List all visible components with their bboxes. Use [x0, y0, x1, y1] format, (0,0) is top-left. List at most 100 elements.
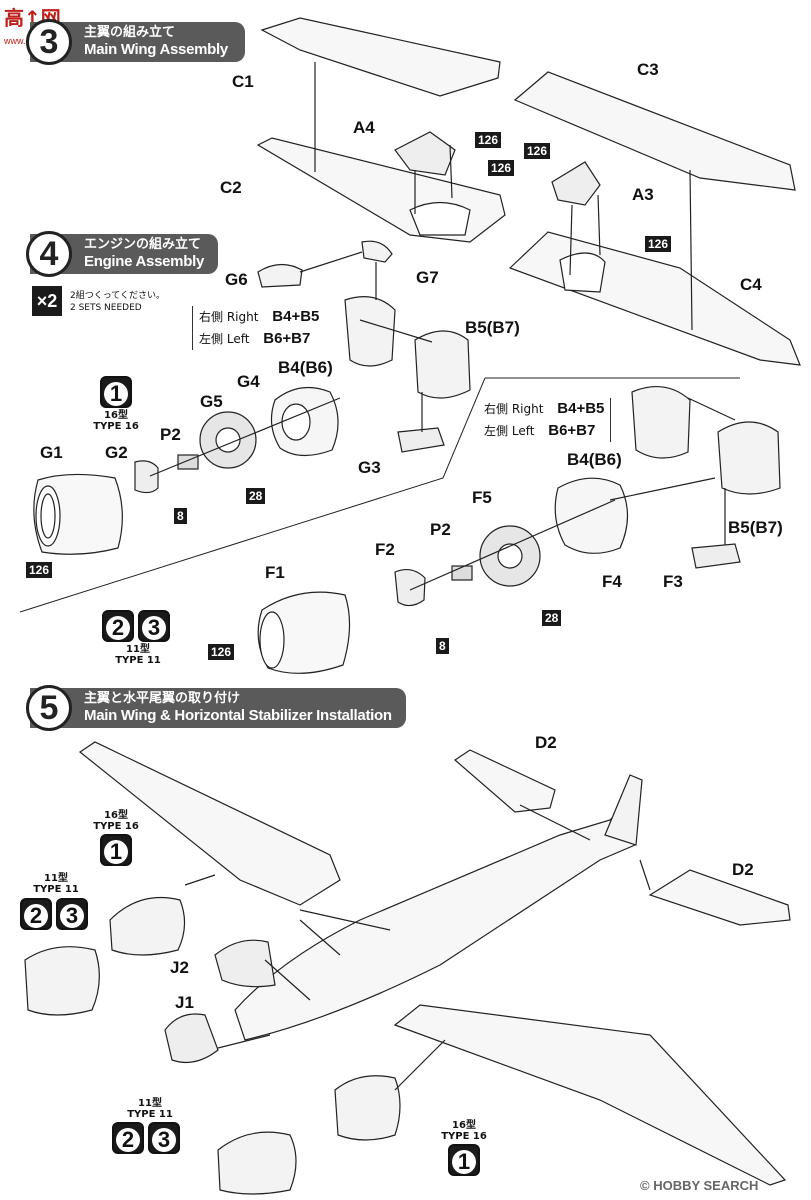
type11-number-b-s5b: 3: [152, 1128, 176, 1152]
side-note-left-group: 右側 Right B4+B5 左側 Left B6+B7: [192, 306, 319, 350]
canopy-j2: [214, 939, 276, 988]
type16-caption-step5-left: 16型 TYPE 16: [92, 810, 140, 832]
type11-en-s5a: TYPE 11: [33, 884, 79, 895]
label-j1: J1: [175, 993, 194, 1012]
label-c1: C1: [232, 72, 254, 91]
type11-en-s5b: TYPE 11: [127, 1109, 173, 1120]
sets-needed-note: 2組つくってください。 2 SETS NEEDED: [70, 290, 165, 314]
paint-8-f2: 8: [436, 638, 449, 654]
type11-number-b-s5a: 3: [60, 904, 84, 928]
left-side-jp-2: 左側: [484, 424, 509, 438]
sets-multiplier: ×2: [32, 286, 62, 316]
type11-number-b: 3: [142, 616, 166, 640]
wing-c2: [256, 137, 506, 243]
part-g7: [361, 240, 393, 263]
type11-caption-step5-left: 11型 TYPE 11: [28, 873, 84, 895]
step5-number: 5: [26, 685, 72, 731]
type11-jp-s5a: 11型: [44, 873, 68, 884]
part-g6: [257, 263, 303, 288]
label-g2: G2: [105, 443, 128, 462]
shroud-b4b6-left: [344, 296, 396, 367]
sets-needed-jp: 2組つくってください。: [70, 291, 166, 301]
left-side-en-2: Left: [511, 424, 535, 438]
left-wing: [78, 741, 341, 906]
type11-en: TYPE 11: [115, 655, 161, 666]
left-side-en: Left: [226, 332, 250, 346]
spinner-f2: [394, 568, 426, 607]
type16-number-s5a: 1: [104, 840, 128, 864]
paint-8-g2: 8: [174, 508, 187, 524]
paint-126-a4: 126: [475, 132, 502, 148]
step3-banner: 3 主翼の組み立て Main Wing Assembly: [26, 19, 245, 65]
label-g3: G3: [358, 458, 381, 477]
type16-marker-step4: 1: [100, 376, 132, 408]
type11-marker-b-step5-left: 3: [56, 898, 88, 930]
label-g6: G6: [225, 270, 248, 289]
left-side-parts-2: B6+B7: [548, 422, 596, 439]
nose-j1: [164, 1013, 219, 1063]
label-p2-type16: P2: [160, 425, 181, 444]
paint-126-g1: 126: [26, 562, 53, 578]
label-f2: F2: [375, 540, 395, 559]
part-p2-type11: [451, 565, 473, 581]
type16-marker-step5-left: 1: [100, 834, 132, 866]
step5-title-en: Main Wing & Horizontal Stabilizer Instal…: [84, 707, 392, 724]
wing-c1: [260, 17, 501, 97]
type16-en-s5a: TYPE 16: [93, 821, 139, 832]
type16-jp-s5a: 16型: [104, 810, 128, 821]
type11-number-a-s5a: 2: [24, 904, 48, 928]
type11-caption-step5-bottom: 11型 TYPE 11: [122, 1098, 178, 1120]
paint-28-f5: 28: [542, 610, 562, 626]
step3-title-en: Main Wing Assembly: [84, 41, 228, 58]
label-p2-type11: P2: [430, 520, 451, 539]
right-side-parts: B4+B5: [272, 308, 320, 325]
shroud-b5b7-left: [414, 330, 471, 399]
right-side-jp-2: 右側: [484, 402, 509, 416]
ring-f4: [554, 477, 629, 554]
label-f1: F1: [265, 563, 285, 582]
type11-number-a: 2: [106, 616, 130, 640]
sets-needed-en: 2 SETS NEEDED: [70, 303, 142, 313]
label-d2-lower: D2: [732, 860, 754, 879]
type16-en-s5b: TYPE 16: [441, 1131, 487, 1142]
step5-banner: 5 主翼と水平尾翼の取り付け Main Wing & Horizontal St…: [26, 685, 406, 731]
label-f4: F4: [602, 572, 622, 591]
paint-126-f1: 126: [208, 644, 235, 660]
type16-caption-step4: 16型 TYPE 16: [92, 410, 140, 432]
nacelle-left-16: [109, 896, 186, 956]
type11-caption-step4: 11型 TYPE 11: [110, 644, 166, 666]
step5-title-jp: 主翼と水平尾翼の取り付け: [84, 691, 241, 706]
type16-marker-step5-right: 1: [448, 1144, 480, 1176]
type11-marker-b-step5-bottom: 3: [148, 1122, 180, 1154]
type11-marker-a-step4: 2: [102, 610, 134, 642]
watermark-bottom: © HOBBY SEARCH: [640, 1178, 759, 1193]
side-note-right-group: 右側 Right B4+B5 左側 Left B6+B7: [484, 398, 612, 442]
fuselage: [234, 788, 641, 1041]
shroud-b4b6-right: [631, 386, 691, 459]
type16-jp: 16型: [104, 410, 128, 421]
right-side-parts-2: B4+B5: [557, 400, 605, 417]
tail-fin: [604, 774, 643, 846]
shroud-b5b7-right: [717, 421, 781, 495]
paint-126-a3: 126: [524, 143, 551, 159]
type11-marker-a-step5-left: 2: [20, 898, 52, 930]
type11-number-a-s5b: 2: [116, 1128, 140, 1152]
step4-title-jp: エンジンの組み立て: [84, 237, 202, 252]
nacelle-right-16: [334, 1075, 401, 1141]
type16-number-s5b: 1: [452, 1150, 476, 1174]
type16-jp-s5b: 16型: [452, 1120, 476, 1131]
type16-caption-step5-right: 16型 TYPE 16: [440, 1120, 488, 1142]
nacelle-a4: [394, 131, 456, 176]
stabilizer-d2-upper: [454, 749, 556, 813]
type11-marker-b-step4: 3: [138, 610, 170, 642]
label-f3: F3: [663, 572, 683, 591]
step4-title-en: Engine Assembly: [84, 253, 204, 270]
nacelle-right-11: [217, 1131, 297, 1195]
label-b5b7-right: B5(B7): [728, 518, 783, 537]
label-f5: F5: [472, 488, 492, 507]
label-a4: A4: [353, 118, 375, 137]
right-wing: [393, 1004, 787, 1186]
label-g5: G5: [200, 392, 223, 411]
right-side-en-2: Right: [511, 402, 544, 416]
